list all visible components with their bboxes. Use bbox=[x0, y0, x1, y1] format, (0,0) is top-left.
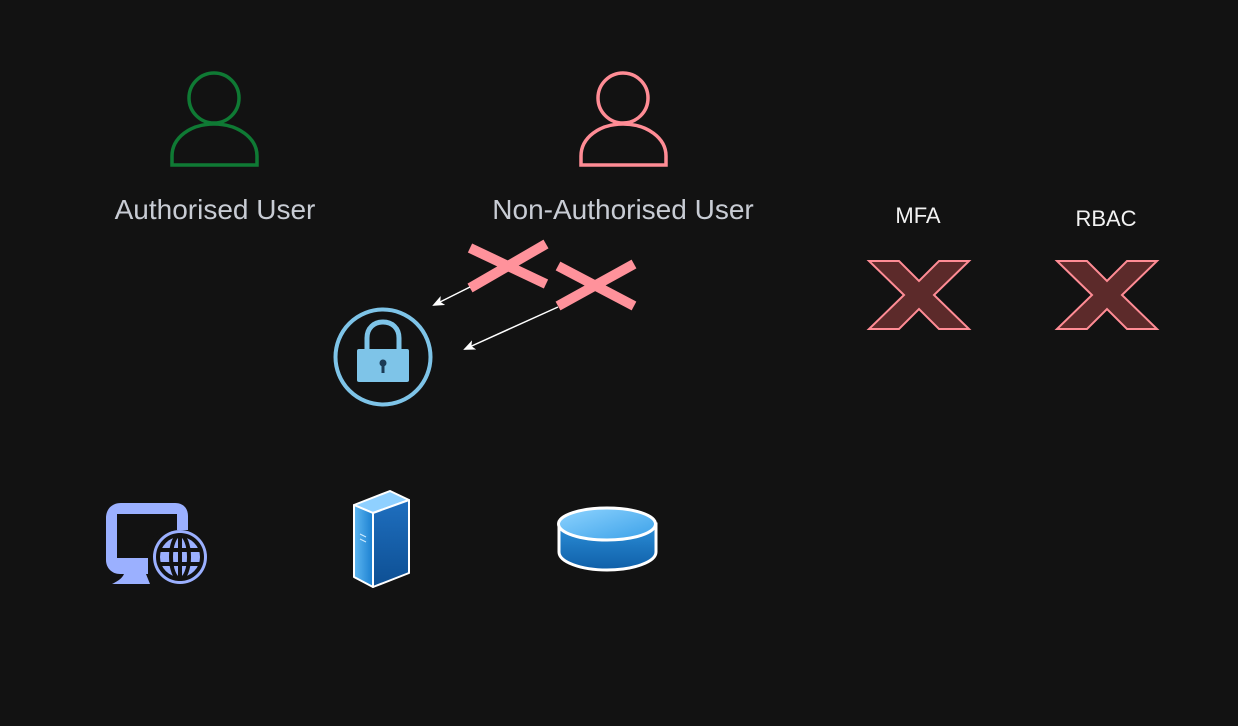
database-icon bbox=[557, 506, 658, 572]
deny-cross-icon-2 bbox=[555, 259, 637, 311]
rbac-label: RBAC bbox=[1075, 206, 1137, 231]
access-arrow-1 bbox=[432, 286, 471, 306]
server-tower-icon bbox=[353, 490, 410, 588]
non-authorised-user-icon bbox=[579, 71, 668, 167]
access-arrow-2 bbox=[463, 306, 559, 350]
padlock-icon bbox=[333, 307, 433, 407]
deny-cross-icon-1 bbox=[467, 239, 549, 293]
authorised-user-icon bbox=[170, 71, 259, 167]
mfa-blocked-x-icon bbox=[866, 260, 972, 330]
authorised-user-label: Authorised User bbox=[114, 194, 316, 225]
rbac-blocked-x-icon bbox=[1054, 260, 1160, 330]
web-monitor-globe-icon bbox=[106, 503, 207, 584]
non-authorised-user-label: Non-Authorised User bbox=[492, 194, 754, 225]
mfa-label: MFA bbox=[895, 203, 941, 228]
